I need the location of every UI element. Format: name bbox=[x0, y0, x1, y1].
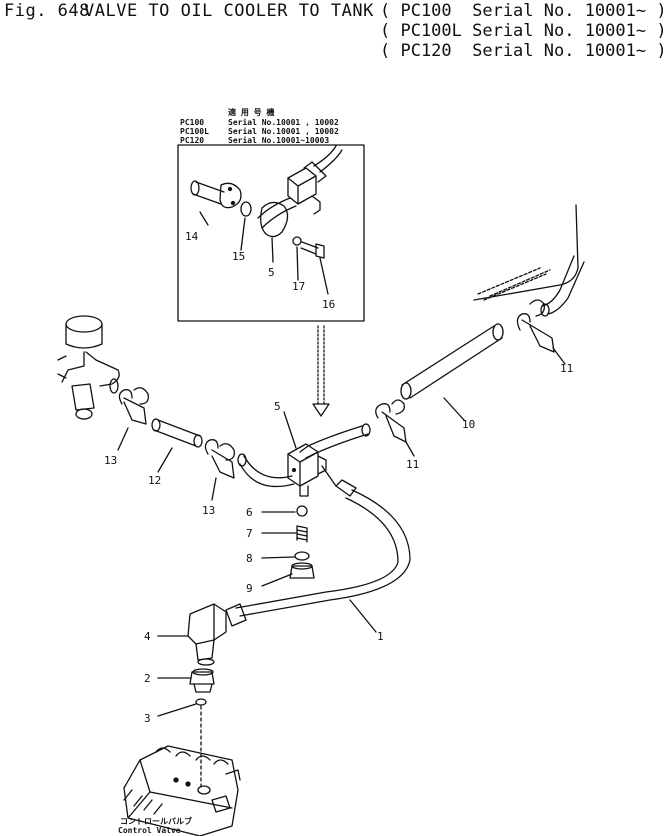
control-valve bbox=[123, 745, 241, 836]
clamp-13-upper bbox=[118, 387, 149, 425]
callout-3: 3 bbox=[144, 712, 151, 725]
hose-12 bbox=[151, 418, 203, 448]
hose-1 bbox=[225, 465, 411, 627]
clamp-13-lower bbox=[204, 439, 235, 479]
detail-inset bbox=[177, 144, 365, 322]
inset-tee-block bbox=[257, 145, 343, 229]
part-15-o-ring bbox=[240, 201, 252, 217]
inset-caption: 適 用 号 機 bbox=[228, 108, 275, 117]
oil-cooler bbox=[473, 204, 585, 317]
clamp-11-lower bbox=[375, 399, 407, 443]
callout-4: 4 bbox=[144, 630, 151, 643]
hose-10 bbox=[400, 323, 504, 400]
part-14-flange-tube bbox=[190, 180, 242, 209]
inset-model-2: PC100L bbox=[180, 127, 209, 136]
callout-13-lower: 13 bbox=[202, 504, 215, 517]
part-5-inset-bracket bbox=[260, 201, 289, 238]
part-4-elbow bbox=[187, 603, 227, 666]
callout-2: 2 bbox=[144, 672, 151, 685]
inset-serial-3: Serial No.10001~10003 bbox=[228, 136, 330, 145]
part-16-bolt bbox=[300, 241, 325, 259]
serial-line-pc100: ( PC100 Serial No. 10001~ ) bbox=[380, 1, 667, 21]
callout-17: 17 bbox=[292, 280, 305, 293]
part-6-ball bbox=[296, 505, 308, 517]
callout-15: 15 bbox=[232, 250, 245, 263]
callout-6: 6 bbox=[246, 506, 253, 519]
part-8-o-ring bbox=[294, 551, 310, 561]
figure-number: Fig. 648 bbox=[4, 1, 90, 21]
inset-model-3: PC120 bbox=[180, 136, 205, 145]
callout-1: 1 bbox=[377, 630, 384, 643]
callout-12: 12 bbox=[148, 474, 161, 487]
callout-13-upper: 13 bbox=[104, 454, 117, 467]
callout-16: 16 bbox=[322, 298, 335, 311]
control-valve-label-en: Control Valve bbox=[118, 826, 181, 835]
control-valve-label-jp: コントロールバルブ bbox=[120, 817, 192, 826]
callout-11-upper: 11 bbox=[560, 362, 573, 375]
callout-7: 7 bbox=[246, 527, 253, 540]
figure-title: VALVE TO OIL COOLER TO TANK bbox=[84, 1, 374, 21]
inset-serial-1: Serial No.10001 , 10002 bbox=[228, 118, 339, 127]
inset-serial-2: Serial No.10001 , 10002 bbox=[228, 127, 339, 136]
callout-11-lower: 11 bbox=[406, 458, 419, 471]
callout-5-inset: 5 bbox=[268, 266, 275, 279]
part-9-plug bbox=[289, 562, 315, 579]
clamp-11-upper bbox=[516, 299, 555, 353]
callout-10: 10 bbox=[462, 418, 475, 431]
detail-arrow-head bbox=[312, 403, 330, 417]
part-7-spring bbox=[296, 525, 308, 543]
callout-8: 8 bbox=[246, 552, 253, 565]
callout-5: 5 bbox=[274, 400, 281, 413]
inset-model-1: PC100 bbox=[180, 118, 205, 127]
part-2-adapter bbox=[189, 668, 215, 693]
part-3-o-ring bbox=[195, 698, 207, 706]
parts-diagram: 14 15 5 17 16 11 10 11 bbox=[57, 144, 585, 836]
part-17-washer bbox=[292, 236, 302, 246]
tank-valve bbox=[57, 315, 120, 420]
part-5-tee-block bbox=[237, 423, 371, 497]
serial-line-pc120: ( PC120 Serial No. 10001~ ) bbox=[380, 41, 667, 61]
serial-line-pc100l: ( PC100L Serial No. 10001~ ) bbox=[380, 21, 667, 41]
callout-14: 14 bbox=[185, 230, 199, 243]
detail-arrow bbox=[317, 325, 325, 405]
callout-9: 9 bbox=[246, 582, 253, 595]
